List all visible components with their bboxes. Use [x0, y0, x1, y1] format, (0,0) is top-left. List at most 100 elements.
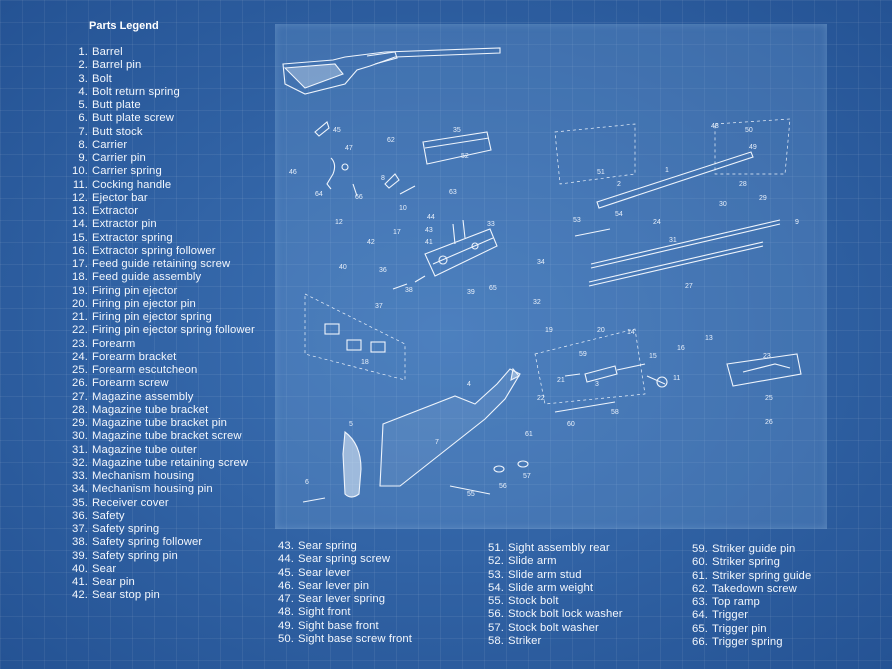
part-label: 61	[525, 431, 533, 438]
legend-item-label: Magazine tube retaining screw	[92, 456, 249, 469]
part-label: 48	[711, 123, 719, 130]
legend-item: 60.Striker spring	[688, 556, 888, 569]
legend-item-label: Safety spring pin	[92, 549, 178, 562]
legend-item: 1.Barrel	[62, 46, 272, 59]
part-label: 49	[749, 144, 757, 151]
part-label: 24	[653, 219, 661, 226]
legend-item-label: Feed guide retaining screw	[92, 258, 231, 270]
legend-item-number: 58.	[487, 634, 504, 647]
legend-item: 59.Striker guide pin	[688, 543, 888, 556]
part-label: 54	[615, 211, 623, 218]
legend-item-label: Stock bolt	[508, 595, 559, 607]
legend-item-label: Magazine assembly	[92, 390, 194, 403]
part-label: 17	[393, 229, 401, 236]
legend-item-number: 60.	[691, 556, 708, 569]
part-label: 65	[489, 285, 497, 292]
part-label: 12	[335, 219, 343, 226]
legend-item: 5.Butt plate	[62, 99, 272, 112]
legend-item: 45.Sear lever	[274, 567, 474, 580]
part-label: 56	[499, 483, 507, 490]
legend-item-label: Stock bolt washer	[508, 621, 599, 634]
legend-item-number: 19.	[71, 284, 88, 297]
legend-item-number: 26.	[71, 377, 88, 390]
legend-item: 52.Slide arm	[484, 555, 684, 568]
legend-item-number: 11.	[72, 178, 88, 191]
legend-item-label: Slide arm weight	[508, 581, 594, 594]
legend-item-number: 12.	[71, 191, 88, 204]
part-label: 46	[289, 169, 297, 176]
legend-item: 20.Firing pin ejector pin	[62, 298, 272, 311]
legend-item-number: 56.	[487, 608, 504, 621]
legend-item-number: 15.	[71, 231, 88, 244]
legend-item-number: 36.	[71, 509, 88, 522]
legend-item: 29.Magazine tube bracket pin	[62, 417, 272, 430]
legend-item-number: 30.	[71, 430, 88, 443]
legend-item-label: Magazine tube bracket pin	[92, 417, 228, 429]
feed-guide-drawing	[324, 323, 386, 353]
legend-item-number: 25.	[71, 364, 88, 376]
part-label: 36	[379, 267, 387, 274]
legend-item: 38.Safety spring follower	[62, 536, 272, 549]
legend-item-number: 8.	[78, 138, 88, 151]
part-label: 42	[367, 239, 375, 246]
part-label: 19	[545, 327, 553, 334]
mechanism-housing-drawing	[392, 219, 498, 290]
legend-item-number: 42.	[71, 589, 88, 602]
part-label: 2	[617, 181, 621, 188]
assembled-rifle-drawing	[282, 47, 501, 95]
legend-item-label: Carrier pin	[92, 152, 146, 164]
part-label: 53	[573, 217, 581, 224]
legend-item-number: 64.	[691, 609, 708, 622]
legend-item-number: 52.	[487, 555, 504, 568]
part-label: 16	[677, 345, 685, 352]
legend-item: 13.Extractor	[62, 205, 272, 218]
part-label: 15	[649, 353, 657, 360]
legend-item: 57.Stock bolt washer	[484, 622, 684, 635]
legend-item: 2.Barrel pin	[62, 59, 272, 72]
legend-item-label: Sight front	[298, 606, 351, 619]
legend-item: 65.Trigger pin	[688, 623, 888, 636]
part-label: 52	[461, 153, 469, 160]
legend-item-number: 23.	[71, 337, 88, 350]
part-label: 31	[669, 237, 677, 244]
legend-item: 3.Bolt	[62, 73, 272, 86]
part-label: 27	[685, 283, 693, 290]
legend-item: 43.Sear spring	[274, 540, 474, 553]
legend-item-number: 44.	[277, 553, 294, 566]
legend-item: 48.Sight front	[274, 606, 474, 619]
legend-item-label: Firing pin ejector	[92, 284, 178, 297]
legend-item-number: 43.	[277, 540, 294, 552]
legend-item-label: Butt plate	[92, 99, 141, 111]
legend-item-label: Extractor spring	[92, 231, 173, 244]
legend-item-label: Sear lever spring	[298, 593, 386, 605]
legend-item-number: 38.	[71, 536, 88, 549]
legend-item-label: Mechanism housing pin	[92, 483, 213, 496]
legend-item-number: 27.	[71, 390, 88, 403]
legend-item-number: 66.	[691, 635, 708, 648]
bolt-assembly-drawing	[554, 363, 668, 413]
legend-item-number: 7.	[78, 125, 88, 138]
part-label: 11	[673, 375, 680, 382]
legend-item-label: Stock bolt lock washer	[508, 608, 623, 621]
stock-bolt-drawing	[449, 460, 529, 495]
legend-item-number: 10.	[71, 165, 88, 178]
legend-item: 37.Safety spring	[62, 523, 272, 536]
barrel-and-magazine-drawing	[574, 151, 781, 287]
legend-item-label: Striker guide pin	[712, 543, 796, 555]
legend-item-number: 22.	[71, 324, 88, 337]
legend-item: 16.Extractor spring follower	[62, 245, 272, 258]
legend-item-label: Mechanism housing	[92, 470, 195, 482]
legend-item: 63.Top ramp	[688, 596, 888, 609]
receiver-cover-drawing	[422, 131, 492, 165]
legend-item-label: Firing pin ejector pin	[92, 297, 196, 310]
part-label: 35	[453, 127, 461, 134]
legend-item-label: Firing pin ejector spring	[92, 311, 212, 323]
trigger-group-drawing	[314, 121, 416, 197]
legend-item: 50.Sight base screw front	[274, 633, 474, 646]
legend-item: 28.Magazine tube bracket	[62, 404, 272, 417]
part-label: 50	[745, 127, 753, 134]
legend-item-number: 2.	[78, 59, 88, 72]
legend-item: 18.Feed guide assembly	[62, 271, 272, 284]
part-label: 41	[425, 239, 433, 246]
